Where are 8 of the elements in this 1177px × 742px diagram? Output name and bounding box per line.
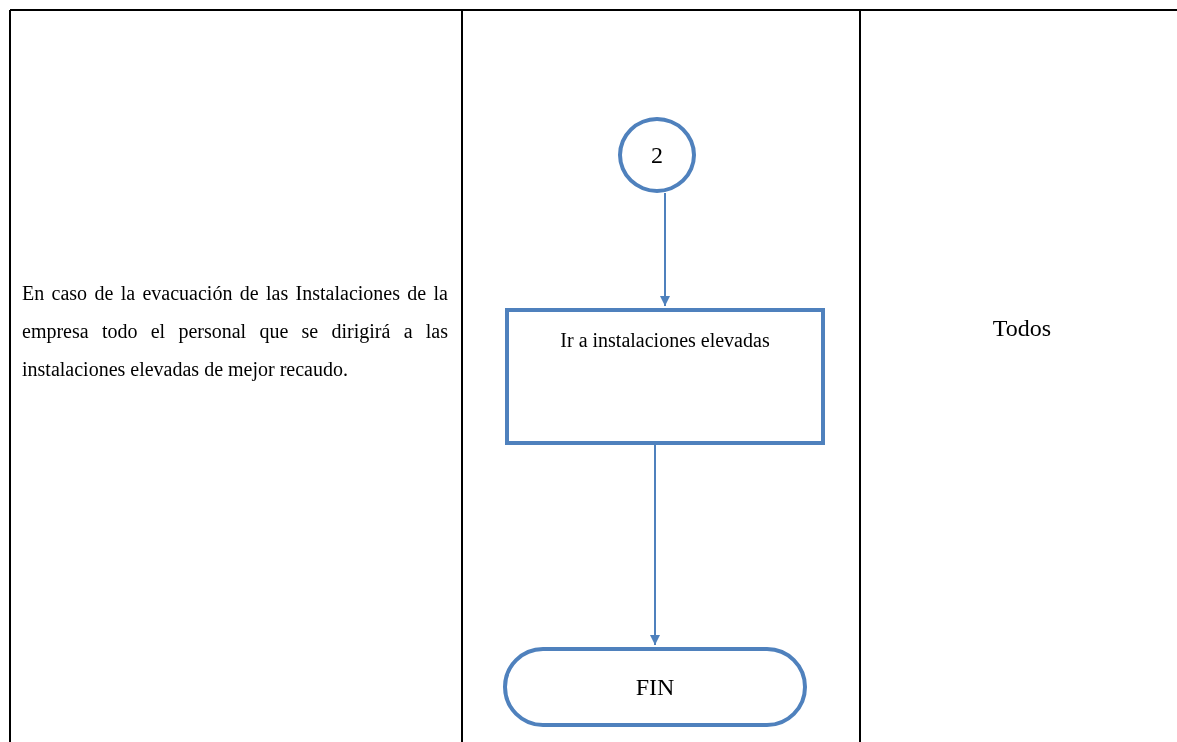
description-text: En caso de la evacuación de las Instalaciones de la empresa todo el personal que se dirigirá a las instalaciones elevadas de mejor recaudo. <box>22 281 448 383</box>
responsible-text: Todos <box>991 315 1053 342</box>
node-text: Ir a instalaciones elevadas <box>560 328 770 353</box>
node-text: 2 <box>651 141 663 169</box>
arrow <box>660 192 670 307</box>
node-text: FIN <box>635 673 675 701</box>
process-box <box>505 308 825 445</box>
arrow <box>650 444 660 646</box>
